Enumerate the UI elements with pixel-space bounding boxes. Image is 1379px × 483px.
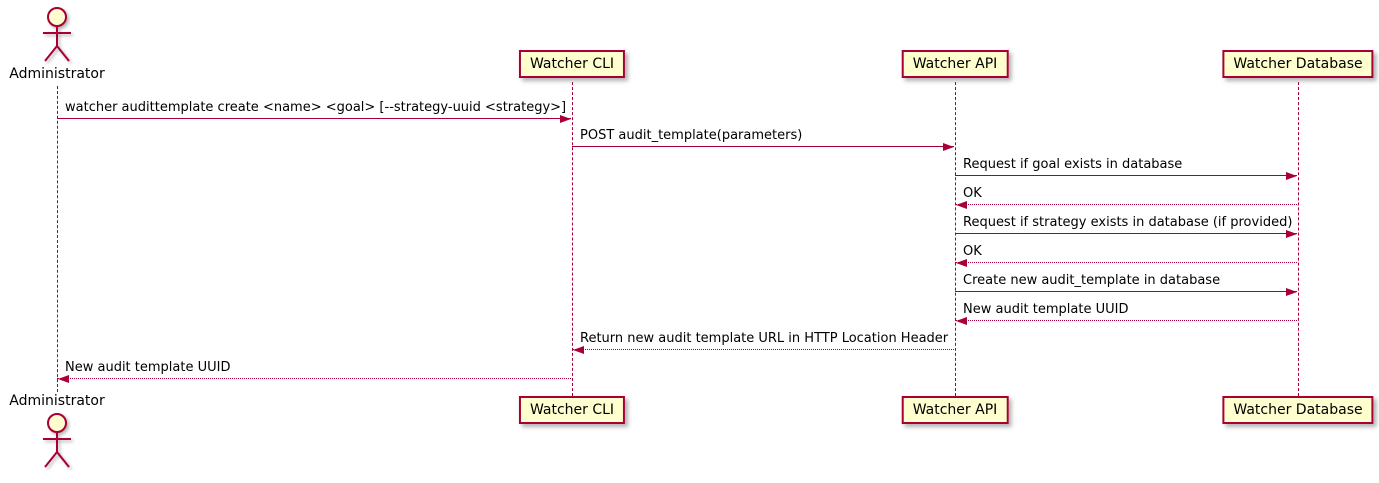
participant-box: Watcher Database xyxy=(1222,396,1374,424)
message-arrowhead xyxy=(943,143,954,151)
message-label: OK xyxy=(963,244,982,259)
message-label: Request if strategy exists in database (… xyxy=(963,215,1293,230)
message-line xyxy=(572,146,954,147)
message-label: Return new audit template URL in HTTP Lo… xyxy=(580,331,949,346)
actor-label: Administrator xyxy=(9,393,105,409)
message-arrowhead xyxy=(956,259,967,267)
message-line xyxy=(955,262,1297,263)
participant-box: Watcher CLI xyxy=(518,396,626,424)
message-arrowhead xyxy=(1286,230,1297,238)
message-label: POST audit_template(parameters) xyxy=(580,128,803,143)
message-line xyxy=(57,118,571,119)
message-line xyxy=(955,204,1297,205)
message-line xyxy=(955,175,1297,176)
actor-administrator-figure xyxy=(32,6,82,68)
participant-box: Watcher Database xyxy=(1222,50,1374,78)
message-arrowhead xyxy=(1286,288,1297,296)
message-line xyxy=(57,378,571,379)
message-arrowhead xyxy=(956,317,967,325)
message-line xyxy=(955,233,1297,234)
message-label: watcher audittemplate create <name> <goa… xyxy=(65,100,567,115)
message-label: OK xyxy=(963,186,982,201)
message-label: New audit template UUID xyxy=(963,302,1129,317)
lifeline xyxy=(57,86,58,392)
message-label: New audit template UUID xyxy=(65,360,231,375)
participant-box: Watcher API xyxy=(901,50,1009,78)
message-label: Request if goal exists in database xyxy=(963,157,1183,172)
participant-box: Watcher CLI xyxy=(518,50,626,78)
message-line xyxy=(955,291,1297,292)
participant-box: Watcher API xyxy=(901,396,1009,424)
message-arrowhead xyxy=(560,115,571,123)
message-label: Create new audit_template in database xyxy=(963,273,1221,288)
message-arrowhead xyxy=(573,346,584,354)
message-line xyxy=(955,320,1297,321)
message-line xyxy=(572,349,954,350)
message-arrowhead xyxy=(1286,172,1297,180)
message-arrowhead xyxy=(956,201,967,209)
lifeline xyxy=(572,82,573,396)
message-arrowhead xyxy=(58,375,69,383)
actor-administrator-figure xyxy=(32,412,82,474)
lifeline xyxy=(1298,82,1299,396)
actor-label: Administrator xyxy=(9,66,105,82)
lifeline xyxy=(955,82,956,396)
